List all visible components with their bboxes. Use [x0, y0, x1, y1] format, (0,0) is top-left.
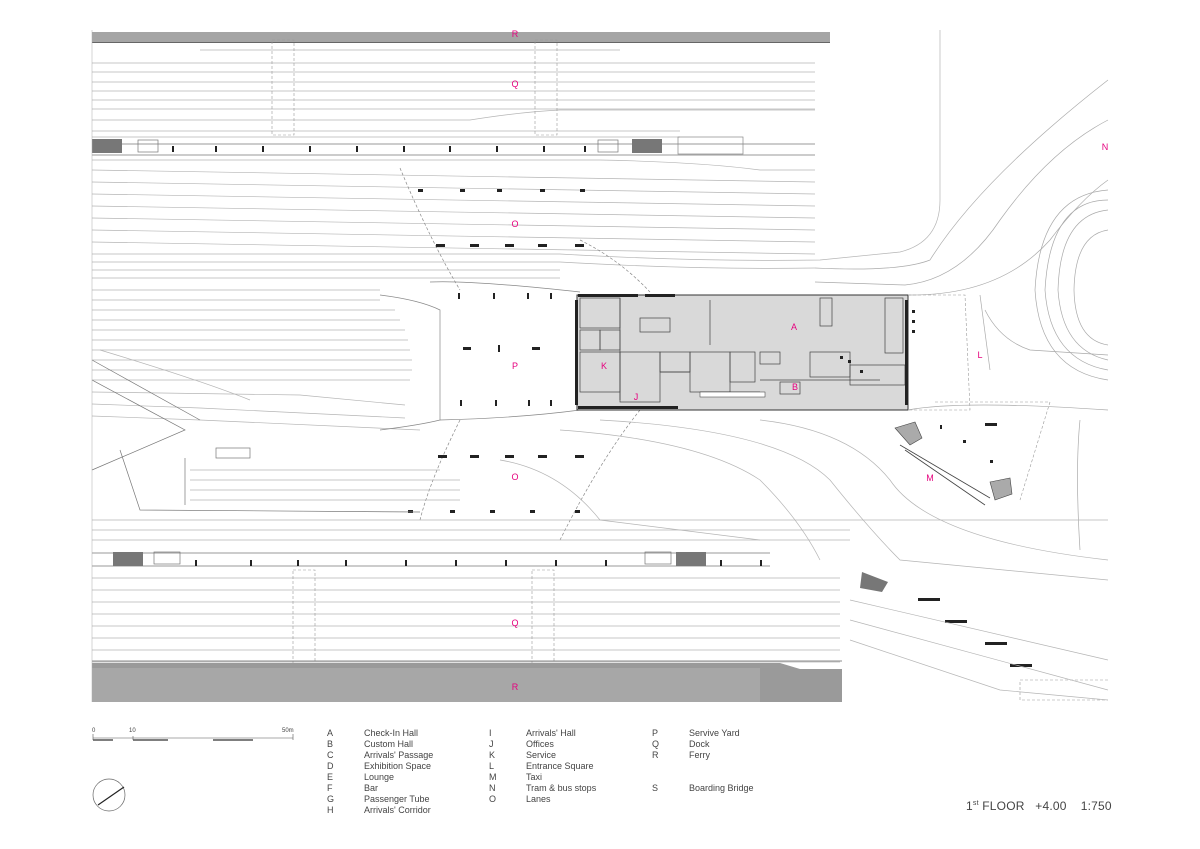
- legend-code: O: [489, 794, 497, 804]
- legend-code: J: [489, 739, 494, 749]
- zone-label-j: J: [634, 392, 639, 402]
- legend-code: L: [489, 761, 495, 771]
- legend-name: Tram & bus stops: [526, 783, 597, 793]
- zone-label-n: N: [1102, 142, 1109, 152]
- right-roads: [814, 79, 1109, 551]
- floor-level: +4.00: [1035, 799, 1067, 813]
- legend-name: Taxi: [526, 772, 543, 782]
- legend-name: Servive Yard: [689, 728, 740, 738]
- zone-label-l: L: [977, 350, 982, 360]
- bottom-lanes: [92, 577, 1109, 701]
- legend-code: D: [327, 761, 334, 771]
- scale-bar: [92, 734, 294, 741]
- zone-label-o-top: O: [511, 219, 518, 229]
- floor-number: 1: [966, 799, 973, 813]
- legend-code: A: [327, 728, 334, 738]
- taxi-area: [894, 421, 1013, 506]
- legend-name: Dock: [689, 739, 710, 749]
- legend-name: Arrivals' Hall: [526, 728, 576, 738]
- legend-name: Entrance Square: [526, 761, 594, 771]
- legend-code: F: [327, 783, 333, 793]
- legend-name: Exhibition Space: [364, 761, 432, 771]
- north-arrow-icon: [92, 778, 126, 812]
- floor-word: FLOOR: [982, 799, 1025, 813]
- dock-top: [92, 136, 815, 156]
- zone-label-o-bottom: O: [511, 472, 518, 482]
- legend-code: H: [327, 805, 334, 815]
- zone-label-q-top: Q: [511, 79, 518, 89]
- legend-name: Boarding Bridge: [689, 783, 754, 793]
- drawing-title: 1st FLOOR +4.00 1:750: [966, 799, 1112, 813]
- yard-columns: [408, 189, 585, 513]
- entrance-square: [908, 294, 1108, 701]
- left-dock: [91, 359, 421, 513]
- legend-code: R: [652, 750, 659, 760]
- zone-label-m: M: [926, 473, 934, 483]
- mid-lanes: [91, 289, 421, 431]
- legend-code: E: [327, 772, 334, 782]
- zone-label-q-bottom: Q: [511, 618, 518, 628]
- legend-name: Bar: [364, 783, 379, 793]
- zone-label-a: A: [791, 322, 797, 332]
- zone-label-k: K: [601, 361, 607, 371]
- legend-code: S: [652, 783, 659, 793]
- lower-lanes: [92, 419, 1109, 581]
- zone-label-b: B: [792, 382, 798, 392]
- legend-name: Lanes: [526, 794, 551, 804]
- legend-name: Custom Hall: [364, 739, 414, 749]
- ferry-bottom: [92, 660, 842, 702]
- top-lanes: [92, 49, 815, 138]
- upper-lanes: [91, 30, 941, 279]
- legend-name: Service: [526, 750, 557, 760]
- floor-suffix: st: [972, 800, 979, 807]
- legend-code: N: [489, 783, 496, 793]
- ferry-top: [92, 32, 830, 43]
- boarding-bridges-top: [271, 39, 558, 136]
- scale-tick-10: 10: [129, 728, 136, 734]
- dock-bottom: [92, 551, 1032, 667]
- legend-name: Passenger Tube: [364, 794, 430, 804]
- scale-ratio: 1:750: [1080, 799, 1112, 813]
- legend-name: Arrivals' Corridor: [364, 805, 431, 815]
- legend-code: Q: [652, 739, 660, 749]
- scale-tick-50m: 50m: [282, 728, 294, 734]
- legend-code: M: [489, 772, 497, 782]
- legend-code: B: [327, 739, 334, 749]
- legend-code: K: [489, 750, 496, 760]
- zone-label-p: P: [512, 361, 518, 371]
- legend-code: C: [327, 750, 334, 760]
- legend-name: Arrivals' Passage: [364, 750, 434, 760]
- legend-name: Offices: [526, 739, 554, 749]
- terminal-building: [575, 294, 915, 411]
- scale-tick-0: 0: [92, 728, 96, 734]
- legend-name: Check-In Hall: [364, 728, 419, 738]
- legend-code: I: [489, 728, 492, 738]
- zone-label-r-top: R: [512, 29, 519, 39]
- legend-name: Lounge: [364, 772, 395, 782]
- legend-name: Ferry: [689, 750, 710, 760]
- legend-code: P: [652, 728, 659, 738]
- zone-label-r-bottom: R: [512, 682, 519, 692]
- legend-code: G: [327, 794, 335, 804]
